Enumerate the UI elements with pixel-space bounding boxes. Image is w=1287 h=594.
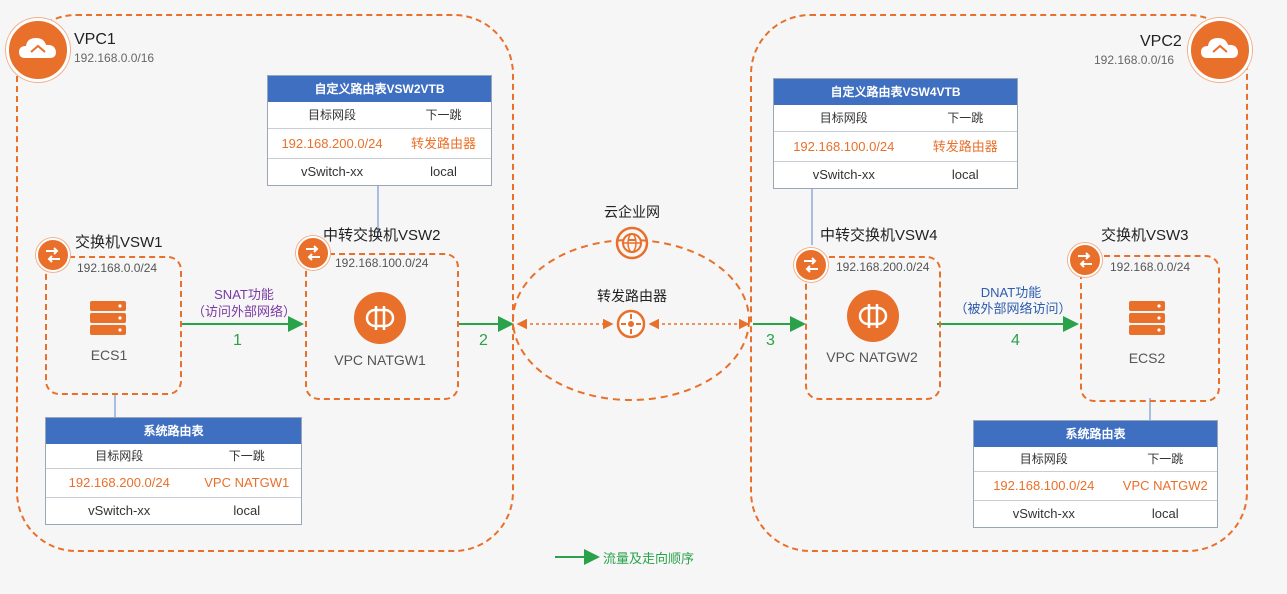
vsw2-cidr: 192.168.100.0/24: [335, 256, 429, 270]
table-row: vSwitch-xx local: [268, 158, 491, 185]
table-row: vSwitch-xx local: [974, 500, 1217, 527]
snat-label-line1: SNAT功能: [214, 287, 274, 302]
natgw1-label: VPC NATGW1: [334, 352, 426, 368]
row-next: 转发路由器: [932, 139, 998, 154]
vsw3-box: [1080, 255, 1220, 402]
row-dest: vSwitch-xx: [300, 164, 364, 179]
col-dest-header: 目标网段: [819, 111, 868, 125]
row-dest: 192.168.200.0/24: [281, 136, 383, 151]
cen-title: 云企业网: [604, 204, 660, 220]
switch-icon: [296, 236, 330, 270]
table-row: 192.168.100.0/24 转发路由器: [774, 131, 1017, 161]
route-table-vsw2: 自定义路由表VSW2VTB 目标网段 下一跳 192.168.200.0/24 …: [267, 75, 492, 186]
switch-icon: [36, 238, 70, 272]
vpc2-title: VPC2: [1140, 33, 1182, 50]
vsw4-title: 中转交换机VSW4: [820, 227, 938, 244]
route-table-sys1: 系统路由表 目标网段 下一跳 192.168.200.0/24 VPC NATG…: [45, 417, 302, 525]
row-dest: vSwitch-xx: [1012, 506, 1075, 521]
table-row: 192.168.200.0/24 转发路由器: [268, 128, 491, 158]
vsw1-title: 交换机VSW1: [75, 234, 163, 251]
vsw2-title: 中转交换机VSW2: [323, 227, 441, 244]
vsw4-box: [805, 256, 941, 400]
route-table-vsw4: 自定义路由表VSW4VTB 目标网段 下一跳 192.168.100.0/24 …: [773, 78, 1018, 189]
vsw4-cidr: 192.168.200.0/24: [836, 260, 930, 274]
vsw1-box: [45, 256, 182, 395]
col-next-header: 下一跳: [1147, 452, 1184, 466]
dnat-label-line1: DNAT功能: [980, 285, 1042, 300]
vsw2-box: [305, 253, 459, 400]
col-next-header: 下一跳: [947, 111, 984, 125]
row-dest: 192.168.100.0/24: [993, 478, 1095, 493]
switch-icon: [794, 248, 828, 282]
snat-label-line2: （访问外部网络）: [191, 304, 296, 319]
server-icon: [88, 300, 128, 341]
vsw3-title: 交换机VSW3: [1101, 227, 1189, 244]
row-dest: vSwitch-xx: [88, 503, 151, 518]
flow-number-1: 1: [233, 332, 242, 349]
flow-number-3: 3: [766, 332, 775, 349]
nat-gateway-icon: [354, 292, 406, 344]
cen-globe-icon: [615, 226, 649, 260]
ecs2-label: ECS2: [1128, 350, 1166, 366]
col-dest-header: 目标网段: [95, 449, 144, 463]
row-next: local: [951, 167, 979, 182]
vpc2-container: [750, 14, 1248, 552]
flow-number-4: 4: [1011, 332, 1020, 349]
col-next-header: 下一跳: [228, 449, 265, 463]
row-next: local: [1151, 506, 1179, 521]
col-next-header: 下一跳: [425, 108, 462, 122]
vpc1-title: VPC1: [74, 31, 116, 48]
route-table-title: 自定义路由表VSW4VTB: [774, 79, 1017, 105]
col-dest-header: 目标网段: [1019, 452, 1068, 466]
vsw3-cidr: 192.168.0.0/24: [1110, 260, 1191, 274]
server-icon: [1127, 300, 1167, 341]
transit-router-label: 转发路由器: [597, 288, 667, 304]
row-next: VPC NATGW1: [204, 475, 290, 490]
route-table-title: 系统路由表: [974, 421, 1217, 447]
vsw1-cidr: 192.168.0.0/24: [77, 261, 158, 275]
ecs1-label: ECS1: [90, 347, 128, 363]
table-row: vSwitch-xx local: [774, 161, 1017, 188]
row-dest: 192.168.100.0/24: [793, 139, 895, 154]
switch-icon: [1068, 243, 1102, 277]
natgw2-label: VPC NATGW2: [826, 349, 918, 365]
row-next: local: [430, 164, 457, 179]
route-table-sys2: 系统路由表 目标网段 下一跳 192.168.100.0/24 VPC NATG…: [973, 420, 1218, 528]
vpc1-cloud-icon: [6, 18, 70, 82]
legend-label: 流量及走向顺序: [603, 551, 695, 566]
row-next: 转发路由器: [411, 136, 477, 151]
vpc2-cidr: 192.168.0.0/16: [1094, 53, 1175, 67]
dnat-label-line2: （被外部网络访问）: [954, 301, 1072, 316]
vpc2-cloud-icon: [1188, 18, 1252, 82]
nat-gateway-icon: [847, 290, 899, 342]
table-row: 192.168.200.0/24 VPC NATGW1: [46, 468, 301, 497]
route-table-title: 系统路由表: [46, 418, 301, 444]
table-row: vSwitch-xx local: [46, 497, 301, 524]
vpc1-container: [16, 14, 514, 552]
row-next: local: [233, 503, 261, 518]
vpc1-cidr: 192.168.0.0/16: [74, 51, 155, 65]
flow-number-2: 2: [479, 332, 488, 349]
row-dest: vSwitch-xx: [812, 167, 875, 182]
table-row: 192.168.100.0/24 VPC NATGW2: [974, 471, 1217, 500]
transit-router-icon: [616, 309, 646, 339]
row-dest: 192.168.200.0/24: [68, 475, 170, 490]
route-table-title: 自定义路由表VSW2VTB: [268, 76, 491, 102]
col-dest-header: 目标网段: [308, 108, 357, 122]
row-next: VPC NATGW2: [1122, 478, 1208, 493]
